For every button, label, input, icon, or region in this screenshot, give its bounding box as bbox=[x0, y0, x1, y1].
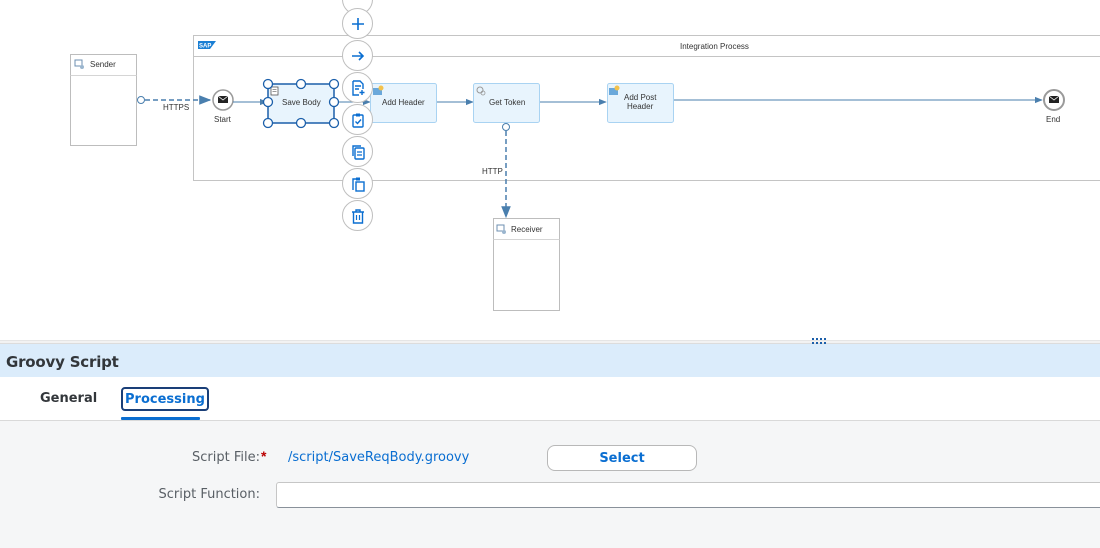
connection-https[interactable]: HTTPS bbox=[137, 95, 212, 113]
start-label: Start bbox=[214, 115, 232, 124]
script-function-label: Script Function: bbox=[158, 487, 260, 502]
clipboard-check-button[interactable] bbox=[342, 104, 373, 135]
properties-title: Groovy Script bbox=[6, 353, 119, 371]
envelope-icon bbox=[1048, 95, 1060, 103]
resize-handle[interactable] bbox=[328, 78, 340, 90]
add-icon bbox=[351, 17, 364, 30]
sender-label: Sender bbox=[90, 60, 116, 69]
step-label-line2: Header bbox=[627, 102, 654, 111]
sender-participant[interactable]: Sender bbox=[70, 54, 137, 146]
add-step-button[interactable] bbox=[342, 72, 373, 103]
step-add-post-header[interactable]: Add Post Header bbox=[607, 83, 674, 123]
connection-http[interactable]: HTTP bbox=[482, 123, 511, 219]
gear-icon bbox=[476, 86, 486, 96]
paste-icon bbox=[351, 177, 365, 192]
script-file-link[interactable]: /script/SaveReqBody.groovy bbox=[288, 450, 470, 465]
content-modifier-icon bbox=[373, 85, 384, 95]
connect-button[interactable] bbox=[342, 40, 373, 71]
resize-handle[interactable] bbox=[262, 96, 274, 108]
paste-button[interactable] bbox=[342, 168, 373, 199]
step-label: Add Header bbox=[382, 98, 425, 107]
panel-splitter[interactable] bbox=[0, 340, 1100, 344]
envelope-icon bbox=[217, 95, 229, 103]
properties-header bbox=[0, 344, 1100, 377]
active-tab-indicator bbox=[121, 417, 200, 420]
resize-handle[interactable] bbox=[328, 117, 340, 129]
add-step-icon bbox=[351, 79, 364, 96]
script-file-label: Script File: bbox=[192, 450, 260, 465]
resize-handle[interactable] bbox=[295, 78, 307, 90]
select-button[interactable]: Select bbox=[547, 445, 697, 471]
splitter-grip-icon[interactable] bbox=[812, 338, 828, 346]
delete-icon bbox=[351, 208, 364, 224]
connection-label-http: HTTP bbox=[482, 167, 503, 176]
tab-processing[interactable]: Processing bbox=[121, 387, 209, 411]
receiver-participant[interactable]: Receiver bbox=[493, 218, 560, 311]
tab-general[interactable]: General bbox=[40, 391, 98, 406]
script-function-input[interactable] bbox=[276, 482, 1100, 508]
copy-button[interactable] bbox=[342, 136, 373, 167]
step-get-token[interactable]: Get Token bbox=[473, 83, 540, 123]
receiver-label: Receiver bbox=[511, 225, 543, 234]
process-title: Integration Process bbox=[680, 42, 749, 51]
content-modifier-icon bbox=[609, 85, 620, 95]
connection-label-https: HTTPS bbox=[163, 103, 189, 112]
properties-tabbar bbox=[0, 377, 1100, 421]
resize-handles bbox=[262, 78, 340, 129]
start-event[interactable]: Start bbox=[212, 89, 234, 124]
add-button[interactable] bbox=[342, 8, 373, 39]
end-event[interactable]: End bbox=[1043, 89, 1065, 124]
step-label: Save Body bbox=[282, 98, 321, 107]
step-add-header[interactable]: Add Header bbox=[370, 83, 437, 123]
sap-logo: SAP bbox=[198, 41, 216, 50]
required-indicator: * bbox=[261, 448, 267, 464]
resize-handle[interactable] bbox=[262, 117, 274, 129]
step-label-line1: Add Post bbox=[624, 93, 657, 102]
delete-button[interactable] bbox=[342, 200, 373, 231]
connect-arrow-icon bbox=[351, 50, 364, 61]
script-icon bbox=[270, 86, 279, 96]
svg-text:SAP: SAP bbox=[199, 44, 211, 50]
system-icon bbox=[496, 224, 506, 234]
integration-flow-canvas[interactable]: Sender SAP Integration Process HTTPS bbox=[0, 0, 1100, 340]
system-icon bbox=[74, 59, 84, 69]
resize-handle[interactable] bbox=[328, 96, 340, 108]
step-save-body[interactable]: Save Body bbox=[262, 78, 340, 129]
step-label: Get Token bbox=[489, 98, 525, 107]
clipboard-check-icon bbox=[351, 113, 364, 128]
resize-handle[interactable] bbox=[295, 117, 307, 129]
copy-icon bbox=[351, 144, 365, 160]
resize-handle[interactable] bbox=[262, 78, 274, 90]
end-label: End bbox=[1046, 115, 1060, 124]
